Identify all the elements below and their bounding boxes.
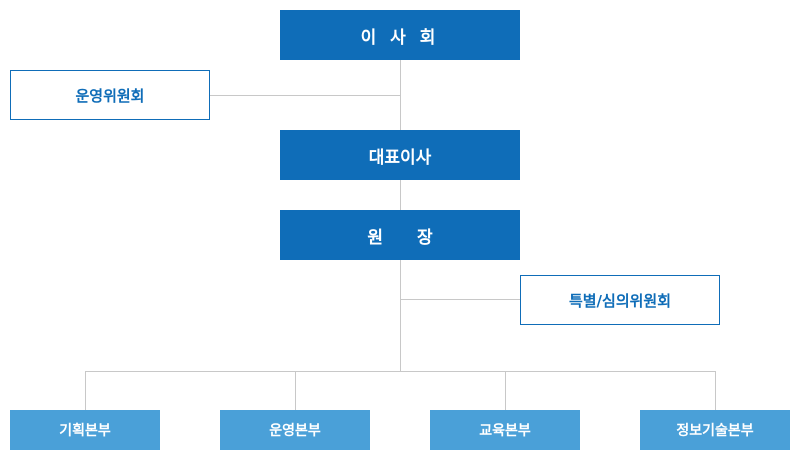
ceo-label: 대표이사 <box>368 147 432 168</box>
connector-dept-4 <box>715 371 716 410</box>
operating-committee-box: 운영위원회 <box>10 70 210 120</box>
special-committee-label: 특별/심의위원회 <box>568 291 672 310</box>
operating-committee-label: 운영위원회 <box>75 86 145 105</box>
director-box: 원 장 <box>280 210 520 260</box>
department-it-box: 정보기술본부 <box>640 410 790 450</box>
director-label: 원 장 <box>367 227 433 248</box>
connector-ceo-director <box>400 180 401 210</box>
department-it-label: 정보기술본부 <box>676 423 754 439</box>
department-planning-box: 기획본부 <box>10 410 160 450</box>
department-education-box: 교육본부 <box>430 410 580 450</box>
connector-director-departments <box>400 260 401 371</box>
connector-dept-3 <box>505 371 506 410</box>
department-operations-box: 운영본부 <box>220 410 370 450</box>
connector-dept-1 <box>85 371 86 410</box>
ceo-box: 대표이사 <box>280 130 520 180</box>
connector-dept-2 <box>295 371 296 410</box>
connector-board-ceo <box>400 60 401 130</box>
board-label: 이 사 회 <box>360 27 440 48</box>
board-box: 이 사 회 <box>280 10 520 60</box>
department-operations-label: 운영본부 <box>269 423 321 439</box>
department-education-label: 교육본부 <box>479 423 531 439</box>
special-committee-box: 특별/심의위원회 <box>520 275 720 325</box>
connector-operating-committee <box>209 95 400 96</box>
connector-departments-bus <box>85 371 715 372</box>
connector-special-committee <box>400 299 520 300</box>
department-planning-label: 기획본부 <box>59 423 111 439</box>
